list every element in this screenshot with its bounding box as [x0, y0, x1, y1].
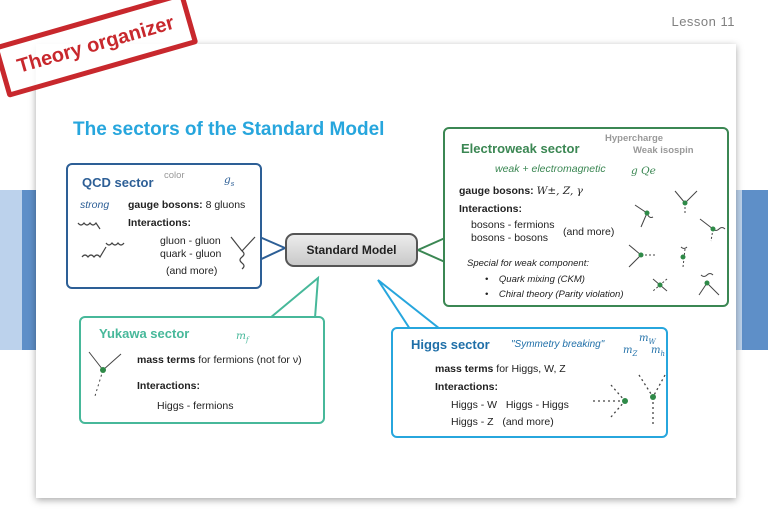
- higgs-mass-h: mh: [651, 345, 665, 358]
- ew-couplings: g Qe: [631, 165, 656, 177]
- quark-gluon-vertex-icon: [230, 236, 256, 270]
- qcd-interaction-1: gluon - gluon: [160, 235, 221, 247]
- ew-interactions-label: Interactions:: [459, 203, 523, 215]
- higgs-interactions-label: Interactions:: [435, 381, 499, 393]
- higgs-title: Higgs sector: [411, 337, 490, 352]
- yukawa-coupling: mf: [236, 330, 249, 345]
- ew-sub: weak + electromagnetic: [495, 163, 606, 175]
- qcd-gauge: gauge bosons: 8 gluons: [128, 199, 246, 211]
- ew-interaction-1: bosons - fermions: [471, 219, 555, 231]
- higgs-mass-w: mW: [639, 333, 656, 346]
- qcd-strong: strong: [80, 199, 110, 211]
- qcd-interaction-3: (and more): [166, 265, 218, 277]
- qcd-interactions-label: Interactions:: [128, 217, 192, 229]
- higgs-row-2: Higgs - Z (and more): [451, 416, 554, 428]
- ew-gauge: gauge bosons: W±, Z, γ: [459, 185, 583, 197]
- slide-title: The sectors of the Standard Model: [73, 119, 385, 140]
- higgs-sector-box: Higgs sector "Symmetry breaking" mW mZ m…: [391, 327, 668, 438]
- yukawa-sector-box: Yukawa sector mf mass terms for fermions…: [79, 316, 325, 424]
- electroweak-sector-box: Electroweak sector Hypercharge Weak isos…: [443, 127, 729, 307]
- higgs-mass-z: mZ: [623, 345, 638, 358]
- yukawa-interaction: Higgs - fermions: [157, 400, 234, 412]
- qcd-interaction-2: quark - gluon: [160, 248, 222, 260]
- ew-special: Special for weak component:: [467, 258, 589, 269]
- gluon-vertex-icon: [77, 221, 125, 259]
- right-bar-dark: [742, 190, 768, 350]
- ew-bullet-2: • Chiral theory (Parity violation): [485, 289, 624, 300]
- ew-title: Electroweak sector: [461, 141, 580, 156]
- ew-hypercharge: Hypercharge: [605, 133, 664, 144]
- yukawa-interactions-label: Interactions:: [137, 380, 201, 392]
- ew-bullet-1: • Quark mixing (CKM): [485, 274, 585, 285]
- qcd-sector-box: QCD sector color gs strong gauge bosons:…: [66, 163, 262, 289]
- higgs-row-1: Higgs - W Higgs - Higgs: [451, 399, 569, 411]
- left-bar-dark: [22, 190, 36, 350]
- yukawa-vertex-icon: [88, 351, 122, 397]
- ew-and-more: (and more): [563, 226, 615, 238]
- right-bar-light: [736, 190, 742, 350]
- standard-model-node: Standard Model: [285, 233, 418, 267]
- yukawa-title: Yukawa sector: [99, 326, 190, 341]
- qcd-color-label: color: [164, 170, 185, 181]
- left-bar-light: [0, 190, 22, 350]
- higgs-vertex-icon: [593, 374, 666, 425]
- yukawa-mass-terms: mass terms for fermions (not for ν): [137, 354, 302, 366]
- lesson-label: Lesson 11: [671, 14, 735, 29]
- ew-interaction-2: bosons - bosons: [471, 232, 549, 244]
- higgs-mass-terms: mass terms for Higgs, W, Z: [435, 363, 566, 375]
- qcd-title: QCD sector: [82, 175, 154, 190]
- higgs-tag: "Symmetry breaking": [511, 339, 605, 350]
- ew-feynman-diagrams-icon: [628, 190, 726, 296]
- ew-weak-isospin: Weak isospin: [633, 145, 694, 156]
- qcd-coupling: gs: [224, 174, 235, 189]
